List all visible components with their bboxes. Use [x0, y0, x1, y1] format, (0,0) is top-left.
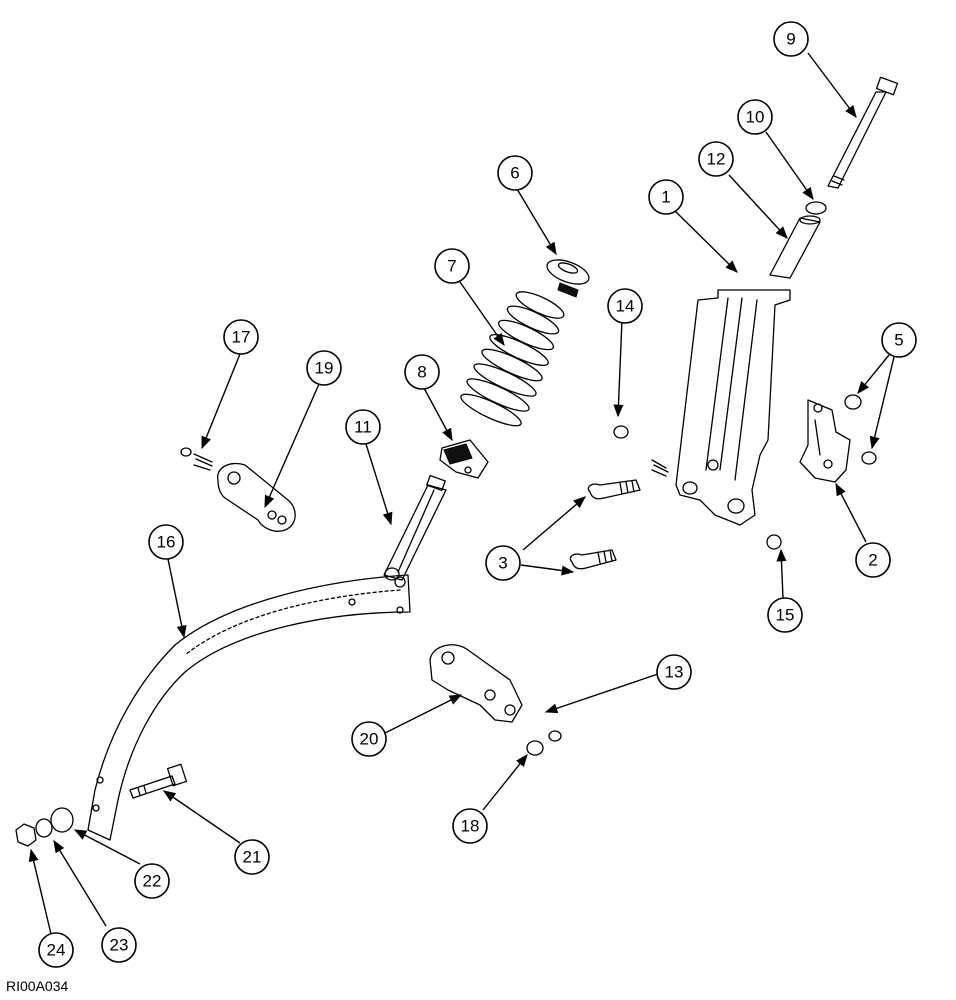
svg-text:7: 7 — [447, 257, 456, 276]
callout-7: 7 — [434, 248, 470, 284]
ring-part — [805, 201, 827, 215]
bracket-plate-part — [799, 399, 851, 483]
link-plate-part — [217, 462, 296, 532]
long-bolt-part — [827, 76, 899, 189]
flat-washer-part — [50, 807, 74, 833]
leader-lines — [28, 52, 895, 935]
callout-12: 12 — [698, 141, 734, 177]
svg-text:24: 24 — [47, 941, 66, 960]
svg-text:3: 3 — [498, 554, 507, 573]
svg-text:17: 17 — [232, 328, 251, 347]
callout-5: 5 — [881, 322, 917, 358]
nut-24-part — [15, 823, 37, 847]
callout-22: 22 — [134, 863, 170, 899]
figure-id-label: RI00A034 — [6, 978, 69, 994]
callout-2: 2 — [855, 542, 891, 578]
svg-text:11: 11 — [354, 418, 372, 437]
callout-13: 13 — [656, 654, 692, 690]
small-spring-part — [651, 459, 669, 477]
nut-lower-part — [861, 451, 877, 465]
callout-10: 10 — [737, 99, 773, 135]
callout-6: 6 — [497, 155, 533, 191]
svg-text:1: 1 — [661, 188, 670, 207]
svg-text:16: 16 — [157, 533, 176, 552]
callout-14: 14 — [607, 288, 643, 324]
callout-1: 1 — [648, 179, 684, 215]
svg-text:9: 9 — [786, 30, 795, 49]
callout-18: 18 — [452, 808, 488, 844]
callout-3: 3 — [485, 545, 521, 581]
svg-text:5: 5 — [894, 331, 903, 350]
small-pin-part — [180, 447, 213, 471]
bracket-part — [675, 289, 791, 526]
callouts: 1 2 3 5 6 7 8 9 10 11 12 13 14 15 16 17 … — [38, 21, 917, 968]
callout-23: 23 — [101, 927, 137, 963]
rod-link-part — [383, 474, 447, 588]
nut-upper-part — [844, 394, 862, 410]
callout-20: 20 — [351, 721, 387, 757]
bolt-21-part — [129, 763, 188, 799]
callout-9: 9 — [773, 21, 809, 57]
callout-11: 11 — [345, 409, 381, 445]
callout-16: 16 — [148, 524, 184, 560]
lever-arm-part — [87, 574, 411, 841]
callout-24: 24 — [38, 932, 74, 968]
svg-text:21: 21 — [243, 848, 262, 867]
svg-text:13: 13 — [665, 663, 684, 682]
svg-text:15: 15 — [776, 606, 795, 625]
callout-17: 17 — [223, 319, 259, 355]
svg-text:22: 22 — [143, 872, 162, 891]
bolt-lower-part — [569, 549, 617, 570]
svg-text:20: 20 — [360, 730, 379, 749]
callout-19: 19 — [306, 350, 342, 386]
bolt-upper-part — [587, 479, 641, 500]
part-drawings — [15, 76, 899, 847]
washer-18-part — [526, 740, 544, 756]
washer-13-part — [548, 730, 562, 742]
svg-text:23: 23 — [110, 936, 129, 955]
callout-8: 8 — [404, 354, 440, 390]
svg-text:14: 14 — [616, 297, 635, 316]
lock-washer-part — [35, 818, 53, 838]
bushing-lower-part — [766, 534, 782, 550]
svg-text:2: 2 — [868, 551, 877, 570]
callout-21: 21 — [234, 839, 270, 875]
svg-text:10: 10 — [746, 108, 765, 127]
callout-15: 15 — [767, 597, 803, 633]
bushing-part — [613, 425, 629, 439]
clevis-bracket-part — [429, 644, 523, 723]
coil-spring-part — [460, 291, 565, 427]
svg-text:8: 8 — [417, 363, 426, 382]
svg-text:18: 18 — [461, 817, 480, 836]
sleeve-part — [769, 215, 821, 279]
spring-retainer-part — [546, 259, 590, 298]
svg-text:6: 6 — [510, 164, 519, 183]
svg-text:12: 12 — [707, 150, 726, 169]
svg-text:19: 19 — [315, 359, 334, 378]
spring-seat-part — [439, 439, 489, 479]
